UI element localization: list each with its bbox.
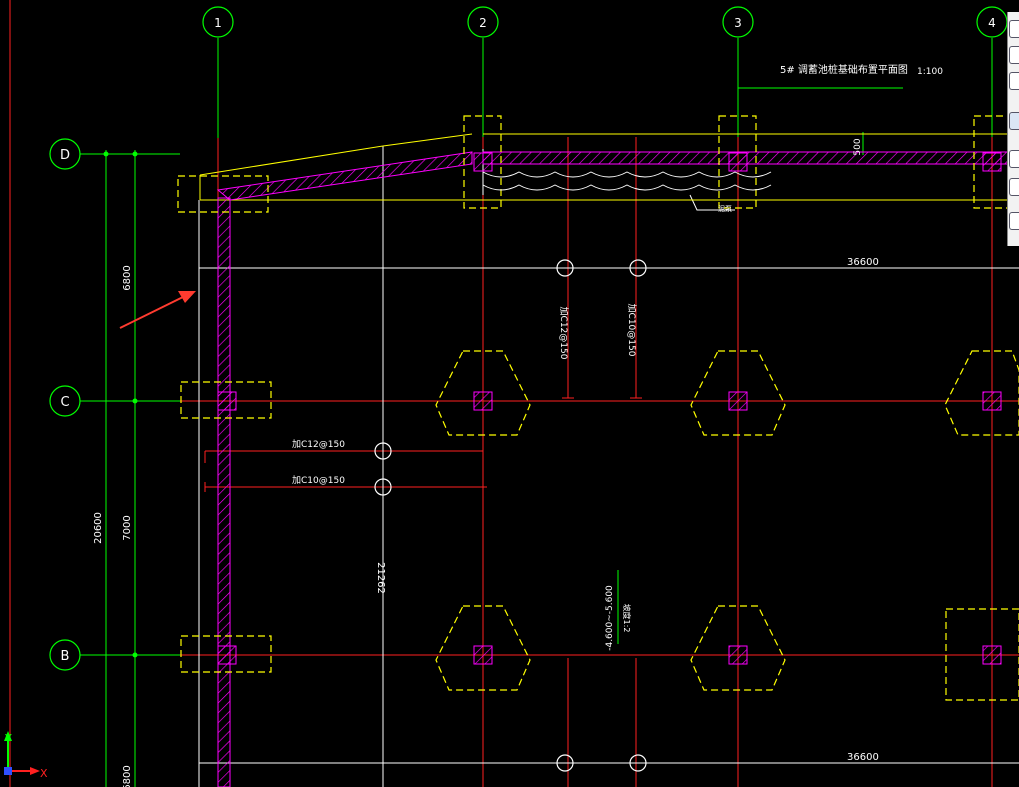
left-dimension-lines — [80, 150, 180, 787]
axis-bubble-1 — [202, 6, 234, 38]
rebar-label-horizontal-2: 加C10@150 — [292, 475, 345, 486]
piles — [217, 152, 1002, 665]
grid-icon[interactable] — [1009, 150, 1019, 168]
axis-bubble-3 — [722, 6, 754, 38]
hatched-walls — [216, 151, 1019, 787]
top-wall-hatch — [482, 151, 1019, 165]
axis-label-3: 3 — [734, 16, 742, 30]
axis-bubble-2 — [467, 6, 499, 38]
ucs-x-label: X — [40, 767, 48, 780]
axis-label-B: B — [61, 649, 70, 664]
dim-left-total: 20600 — [93, 512, 104, 544]
ucs-y-label: Y — [4, 732, 12, 745]
red-arrow-annotation — [119, 291, 196, 329]
sloped-wall-hatch — [216, 151, 473, 201]
copy-icon[interactable] — [1009, 112, 1019, 130]
axis-label-C: C — [60, 395, 69, 410]
pile-cap-D3 — [718, 115, 757, 209]
dim-left-d-c: 6800 — [122, 265, 133, 290]
dim-bottom-length: 36600 — [847, 752, 879, 763]
axis-label-1: 1 — [214, 16, 222, 30]
dim-left-bottom: 6800 — [122, 765, 133, 787]
column-bubbles: 1 2 3 4 — [202, 6, 1008, 38]
pile-cap-B4 — [945, 608, 1019, 701]
elevation-label: -4.600~-5.600 — [605, 585, 615, 651]
pile-cap-B3 — [690, 605, 786, 691]
pile-cap-D1 — [177, 175, 269, 213]
pile-cap-B2 — [435, 605, 531, 691]
dimension-circles — [374, 259, 647, 772]
ucs-icon: Y X — [4, 731, 48, 780]
axis-label-4: 4 — [988, 16, 996, 30]
drawing-title: 5# 调蓄池桩基础布置平面图 — [780, 63, 908, 76]
slope-lines — [199, 133, 1019, 201]
rebar-label-vertical-2: 加C10@150 — [626, 304, 637, 357]
dim-left-c-b: 7000 — [122, 515, 133, 540]
axis-label-2: 2 — [479, 16, 487, 30]
row-bubbles: D C B — [49, 138, 106, 671]
rebar-label-horizontal-1: 加C12@150 — [292, 439, 345, 450]
layer-icon[interactable] — [1009, 46, 1019, 64]
rebar-label-vertical-1: 加C12@150 — [558, 307, 569, 360]
dim-right-offset: 500 — [853, 138, 863, 155]
pile-cap-C1 — [180, 381, 272, 419]
table-icon[interactable] — [1009, 212, 1019, 230]
pile-cap-B1 — [180, 635, 272, 673]
pile-cap-D4 — [973, 115, 1019, 209]
axis-label-D: D — [60, 148, 70, 163]
dim-top-length: 36600 — [847, 257, 879, 268]
left-wall-hatch — [217, 197, 231, 787]
axis-bubble-C — [49, 385, 81, 417]
list-icon[interactable] — [1009, 178, 1019, 196]
pile-cap-C3 — [690, 350, 786, 436]
callout-label: 泥泵 — [718, 205, 732, 213]
rotate-icon[interactable] — [1009, 20, 1019, 38]
folder-icon[interactable] — [1009, 72, 1019, 90]
side-toolbar — [1007, 12, 1019, 246]
elevation-note: 坡度1:2 — [622, 604, 632, 633]
white-lines — [198, 146, 1019, 787]
axis-bubble-B — [49, 639, 81, 671]
column-bubble-stems — [217, 38, 993, 644]
pile-cap-C4 — [944, 350, 1019, 436]
water-symbol — [482, 171, 772, 191]
drawing-scale: 1:100 — [917, 67, 943, 77]
pile-caps — [177, 115, 1019, 701]
pile-cap-C2 — [435, 350, 531, 436]
pile-cap-D2 — [463, 115, 502, 209]
dim-vertical-mid: 21262 — [375, 562, 386, 594]
